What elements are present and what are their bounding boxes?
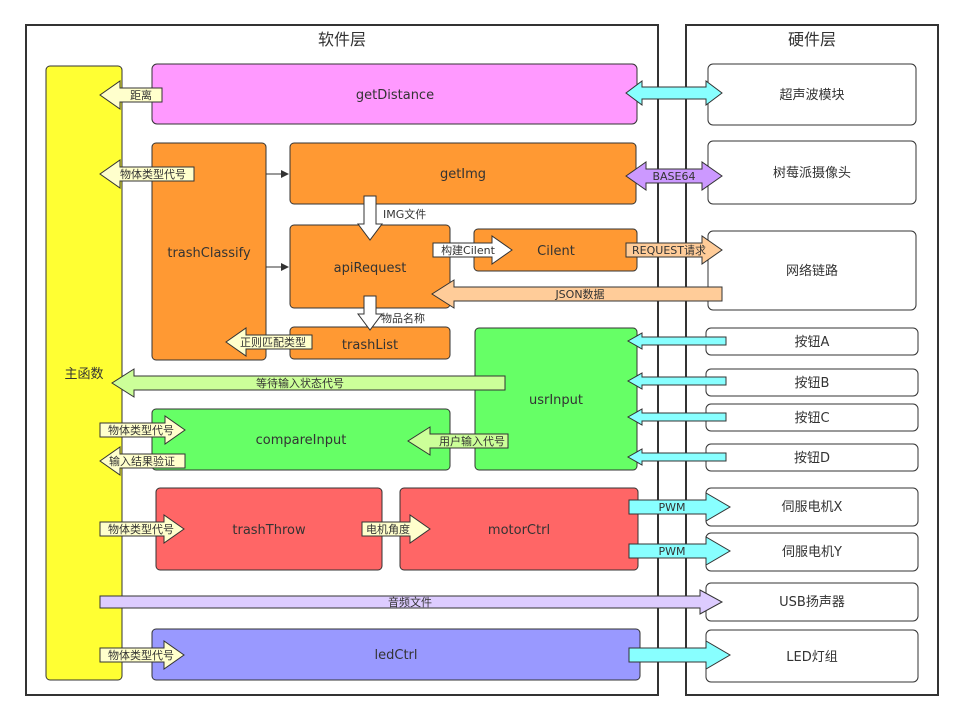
- arrow-wait-input-label: 等待输入状态代号: [256, 376, 344, 390]
- trashClassify-label: trashClassify: [167, 246, 251, 261]
- arrow-buttonB-input: [626, 372, 727, 390]
- arrow-buttonA-input: [626, 332, 727, 350]
- connector-trashClassify-getImg-head: [281, 170, 289, 178]
- arrow-object-type-4: [99, 640, 185, 670]
- hw-buttonB-label: 按钮B: [795, 376, 830, 391]
- trashClassify-box[interactable]: [151, 142, 267, 361]
- arrow-object-type-3: [99, 514, 185, 544]
- arrow-buttonD-input: [626, 448, 727, 466]
- arrow-pwm-x: [628, 492, 731, 522]
- usrInput-box[interactable]: [474, 327, 638, 471]
- main-function-label: 主函数: [64, 367, 103, 382]
- hw-buttonD-label: 按钮D: [794, 451, 830, 466]
- hw-ultrasonic-label: 超声波模块: [779, 88, 844, 103]
- arrow-request: [625, 235, 723, 265]
- arrow-motor-angle-label: 电机角度: [366, 522, 410, 536]
- arrow-distance: [99, 80, 163, 110]
- arrow-pwm-x-label: PWM: [658, 501, 685, 514]
- arrow-pwm-y-label: PWM: [658, 545, 685, 558]
- arrow-audio-file-label: 音频文件: [388, 595, 432, 609]
- ledCtrl-label: ledCtrl: [375, 648, 418, 663]
- getDistance-label: getDistance: [356, 88, 434, 103]
- arrow-camera-link-label: BASE64: [652, 170, 695, 183]
- software-layer-title: 软件层: [318, 30, 366, 49]
- arrow-user-input-code: [407, 426, 509, 456]
- hardware-layer-title: 硬件层: [788, 30, 836, 49]
- arrow-object-type-4-label: 物体类型代号: [108, 648, 174, 662]
- arrow-regex-match-label: 正则匹配类型: [240, 335, 306, 349]
- cilent-label: Cilent: [537, 244, 575, 259]
- hw-led-label: LED灯组: [786, 650, 837, 665]
- arrow-ultrasonic-link: [625, 80, 723, 106]
- hw-servoX-label: 伺服电机X: [782, 500, 843, 515]
- arrow-img-file-label: IMG文件: [383, 207, 426, 221]
- arrow-img-file: [357, 195, 383, 241]
- arrow-led-output: [628, 640, 731, 670]
- hw-buttonC-label: 按钮C: [794, 411, 829, 426]
- arrow-camera-link: [625, 161, 723, 191]
- arrow-pwm-y: [628, 536, 731, 566]
- arrow-user-input-code-label: 用户输入代号: [439, 434, 505, 448]
- arrow-audio-file: [99, 589, 724, 615]
- arrow-buttonC-input: [626, 408, 727, 426]
- arrow-input-verify-label: 输入结果验证: [109, 454, 175, 468]
- connector-trashClassify-apiRequest-head: [281, 263, 289, 271]
- getImg-label: getImg: [440, 167, 486, 182]
- usrInput-label: usrInput: [529, 393, 583, 408]
- arrow-item-name: [357, 295, 383, 331]
- arrow-regex-match: [225, 327, 313, 357]
- arrow-object-type-2-label: 物体类型代号: [108, 423, 174, 437]
- hw-network-label: 网络链路: [786, 263, 838, 279]
- trashList-label: trashList: [342, 338, 398, 353]
- arrow-object-type-2: [99, 415, 186, 445]
- trashThrow-label: trashThrow: [232, 523, 306, 538]
- arrow-input-verify: [99, 446, 186, 476]
- hw-buttonA-label: 按钮A: [795, 335, 830, 350]
- arrow-json-data: [431, 279, 723, 309]
- apiRequest-label: apiRequest: [334, 261, 407, 276]
- hw-servoY-label: 伺服电机Y: [782, 545, 842, 560]
- hw-speaker-label: USB扬声器: [779, 595, 845, 610]
- arrow-request-label: REQUEST请求: [632, 244, 706, 257]
- arrow-distance-label: 距离: [130, 88, 152, 102]
- arrow-object-type-1-label: 物体类型代号: [120, 167, 186, 181]
- arrow-motor-angle: [361, 514, 431, 544]
- hw-camera-label: 树莓派摄像头: [773, 166, 851, 181]
- arrow-object-type-3-label: 物体类型代号: [108, 522, 174, 536]
- arrow-json-data-label: JSON数据: [554, 287, 604, 301]
- compareInput-label: compareInput: [256, 433, 347, 448]
- arrow-object-type-1: [99, 159, 195, 189]
- arrow-item-name-label: 物品名称: [381, 311, 425, 325]
- hw-network-box[interactable]: [707, 230, 917, 311]
- arrow-wait-input: [111, 368, 506, 398]
- motorCtrl-label: motorCtrl: [488, 523, 550, 538]
- arrow-build-cilent-label: 构建Cilent: [441, 243, 496, 257]
- arrow-build-cilent: [432, 235, 513, 265]
